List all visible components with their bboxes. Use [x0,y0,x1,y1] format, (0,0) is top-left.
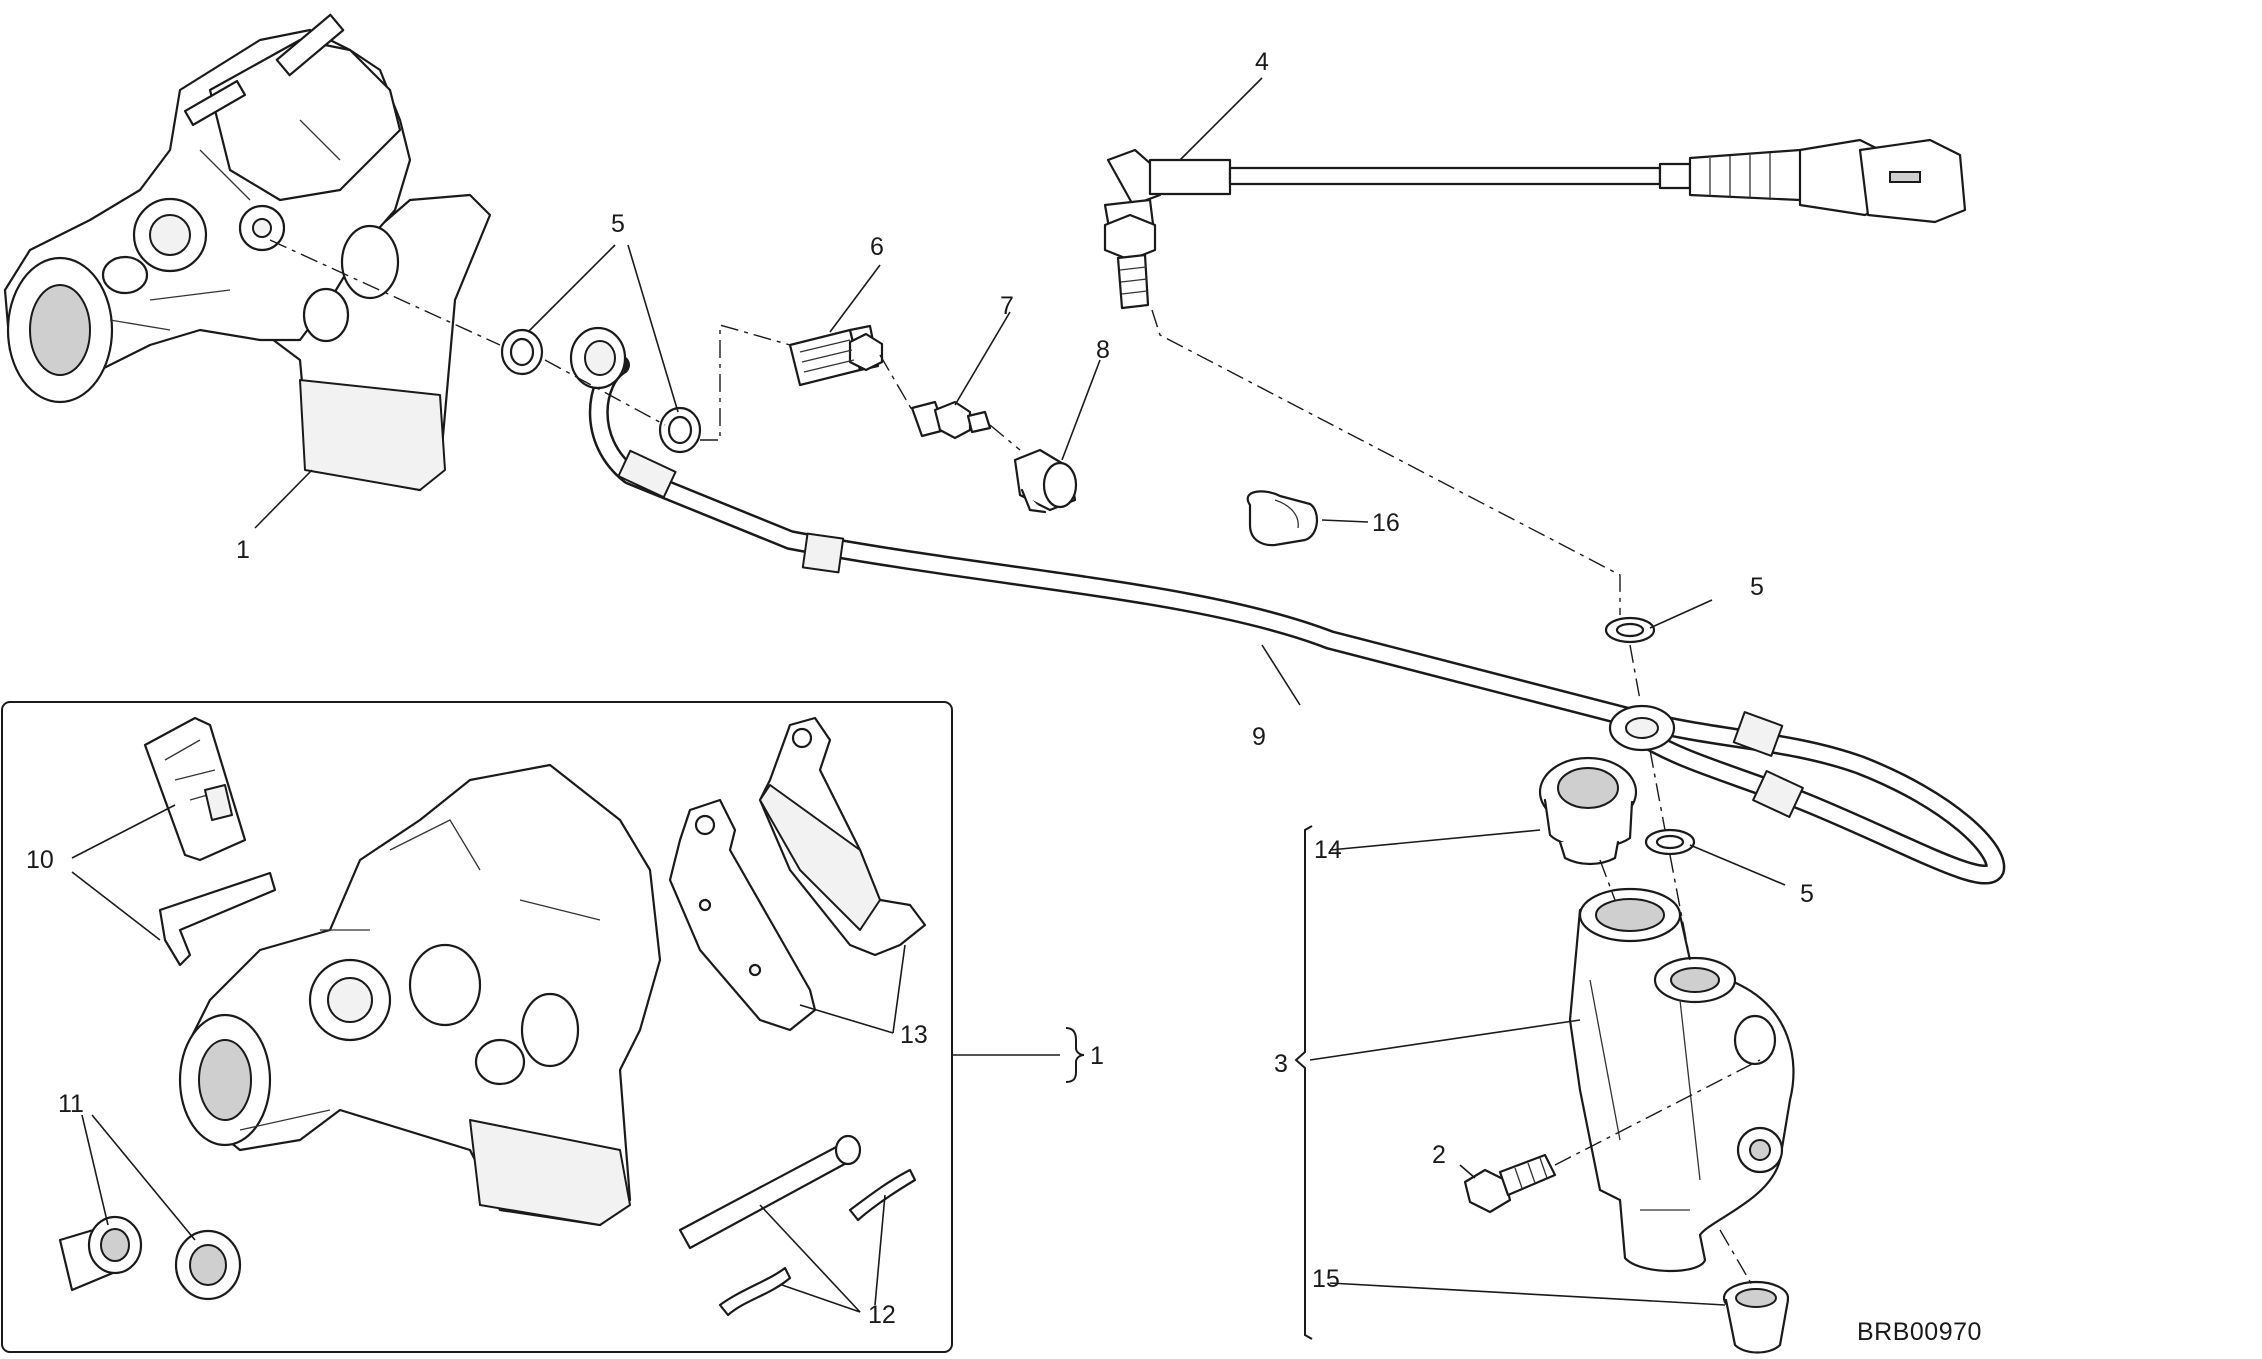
assembly-axes [269,239,1761,1286]
kit-caliper-body [178,763,662,1227]
bolt-part-2 [1463,1153,1557,1214]
callout-16: 16 [1372,509,1400,537]
callout-4: 4 [1255,48,1269,76]
callout-5-hose: 5 [1750,573,1764,601]
brake-hose-part-9 [569,326,2006,885]
callout-9: 9 [1252,723,1266,751]
assembly-brackets [1065,825,1313,1340]
brake-caliper-part-1 [3,13,492,492]
caliper-kit-inset [1,701,953,1353]
callout-12: 12 [868,1301,896,1329]
callout-2: 2 [1432,1141,1446,1169]
callout-5-left: 5 [611,210,625,238]
callout-1-kit: 1 [1090,1042,1104,1070]
reservoir-cap-part-14 [1538,756,1638,866]
washer-left-1 [500,328,544,376]
bleed-cap-part-8 [1013,448,1078,514]
master-cylinder-part-3 [1568,887,1795,1273]
bushes-part-11 [58,1215,242,1301]
callout-6: 6 [870,233,884,261]
callout-10: 10 [26,846,54,874]
hose-clip-part-16 [1246,490,1318,547]
callout-8: 8 [1096,336,1110,364]
callout-13: 13 [900,1021,928,1049]
callout-14: 14 [1314,836,1342,864]
callout-15: 15 [1312,1265,1340,1293]
callout-labels: 1 5 6 7 8 4 16 5 9 14 5 3 2 15 10 11 13 … [26,48,1982,1346]
pressure-switch-part-4 [1103,138,1967,310]
drawing-reference-code: BRB00970 [1857,1318,1982,1346]
callout-3: 3 [1274,1050,1288,1078]
banjo-bolt-part-6 [788,324,884,387]
bleed-valve-part-7 [910,400,992,440]
callout-7: 7 [1000,292,1014,320]
callout-11: 11 [58,1090,84,1118]
washer-hose-top [1604,616,1656,644]
pin-and-clips-part-12 [678,1134,917,1317]
callout-5-pump: 5 [1800,880,1814,908]
pad-spring-part-10 [143,716,277,967]
brake-pads-part-13 [668,716,927,1032]
callout-1-caliper: 1 [236,536,250,564]
washer-pump [1644,828,1696,856]
dust-cap-part-15 [1722,1280,1790,1354]
washer-left-2 [658,406,702,454]
leader-lines [254,77,1786,1306]
